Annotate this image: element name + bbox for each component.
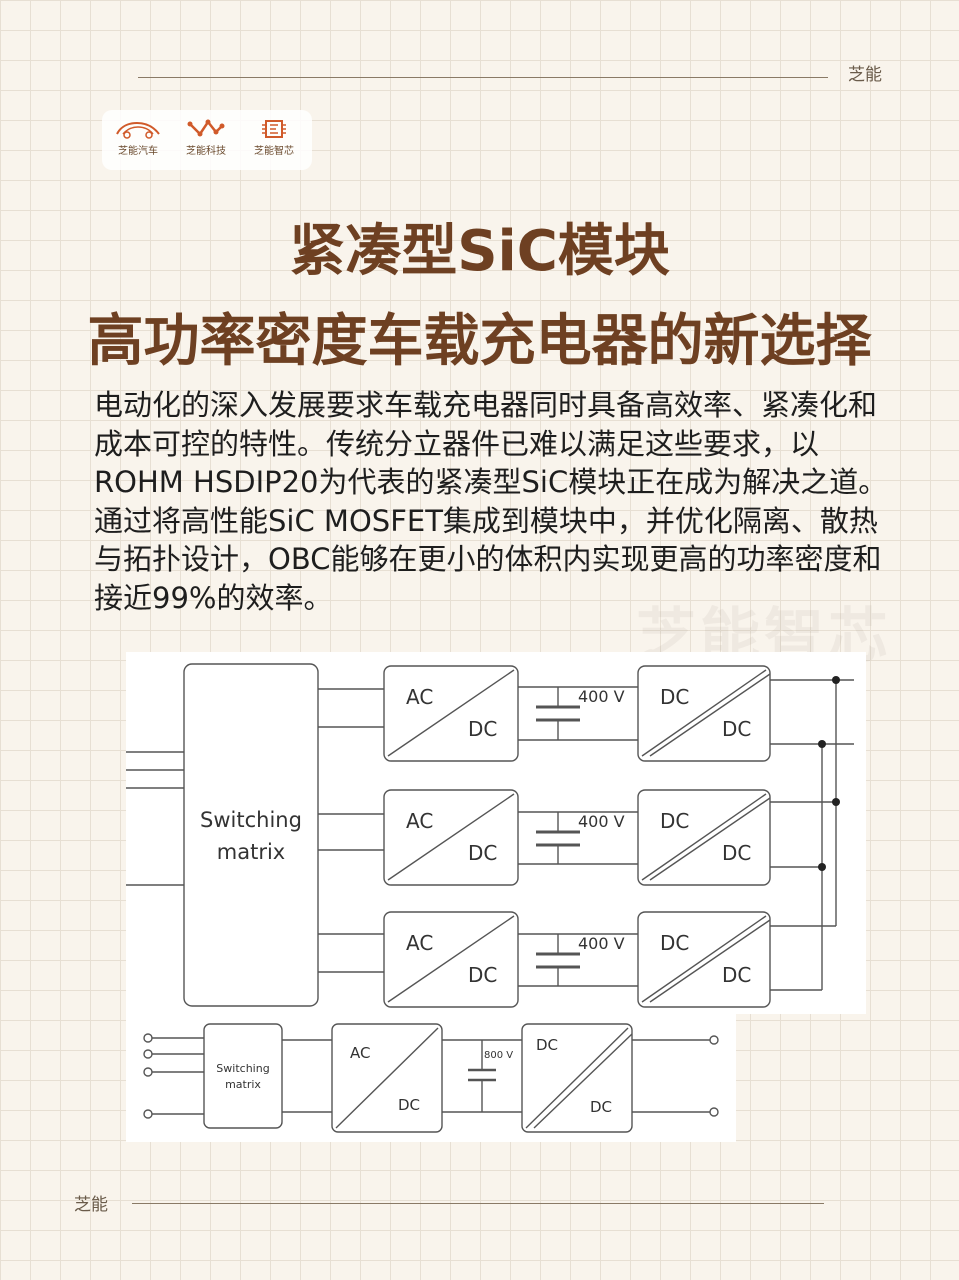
acdc-3-out-label: DC — [468, 963, 497, 987]
dcdc-2-out-label: DC — [722, 841, 751, 865]
acdc-2-in-label: AC — [406, 809, 433, 833]
acdc-block-small — [331, 1023, 443, 1133]
acdc-block-3 — [383, 911, 519, 1008]
dcdc-1-in-label: DC — [660, 685, 689, 709]
acdc-1-out-label: DC — [468, 717, 497, 741]
dcdc-block-1 — [637, 665, 771, 762]
switching-matrix-small-label-2: matrix — [225, 1078, 261, 1091]
obc-topology-diagram: Switching matrix AC DC 400 V DC DC AC DC… — [126, 652, 866, 1146]
dcdc-small-in-label: DC — [536, 1036, 558, 1054]
footer-divider — [132, 1203, 824, 1204]
logo-car: 芝能汽车 — [106, 118, 170, 157]
dcdc-1-out-label: DC — [722, 717, 751, 741]
dcdc-2-in-label: DC — [660, 809, 689, 833]
dcdc-block-3 — [637, 911, 771, 1008]
switching-matrix-label-1: Switching — [200, 808, 302, 832]
title-line-1: 紧凑型SiC模块 — [289, 219, 670, 284]
car-icon — [116, 121, 160, 139]
dcdc-small-out-label: DC — [590, 1098, 612, 1116]
acdc-2-out-label: DC — [468, 841, 497, 865]
dcdc-block-2 — [637, 789, 771, 886]
acdc-3-in-label: AC — [406, 931, 433, 955]
header-divider — [138, 77, 828, 78]
chip-icon — [262, 120, 286, 138]
cap-2-label: 400 V — [578, 812, 625, 831]
cap-small-label: 800 V — [484, 1050, 513, 1061]
acdc-1-in-label: AC — [406, 685, 433, 709]
dcdc-3-out-label: DC — [722, 963, 751, 987]
acdc-small-in-label: AC — [350, 1044, 370, 1062]
network-icon — [187, 119, 225, 137]
acdc-block-2 — [383, 789, 519, 886]
dcdc-3-in-label: DC — [660, 931, 689, 955]
cap-3-label: 400 V — [578, 934, 625, 953]
switching-matrix-small-label-1: Switching — [216, 1062, 269, 1075]
body-paragraph: 电动化的深入发展要求车载充电器同时具备高效率、紧凑化和成本可控的特性。传统分立器… — [94, 388, 888, 615]
acdc-small-out-label: DC — [398, 1096, 420, 1114]
logo-strip: 芝能汽车 芝能科技 芝能智芯 — [102, 110, 312, 170]
logo-tech: 芝能科技 — [174, 118, 238, 157]
switching-matrix-block-small — [203, 1023, 283, 1129]
acdc-block-1 — [383, 665, 519, 762]
header-brand: 芝能 — [848, 65, 882, 85]
footer-brand: 芝能 — [74, 1195, 108, 1215]
logo-chip: 芝能智芯 — [242, 118, 306, 157]
dcdc-block-small — [521, 1023, 633, 1133]
title-line-2: 高功率密度车载充电器的新选择 — [87, 309, 872, 374]
cap-1-label: 400 V — [578, 687, 625, 706]
switching-matrix-block — [183, 663, 319, 1007]
switching-matrix-label-2: matrix — [217, 840, 285, 864]
